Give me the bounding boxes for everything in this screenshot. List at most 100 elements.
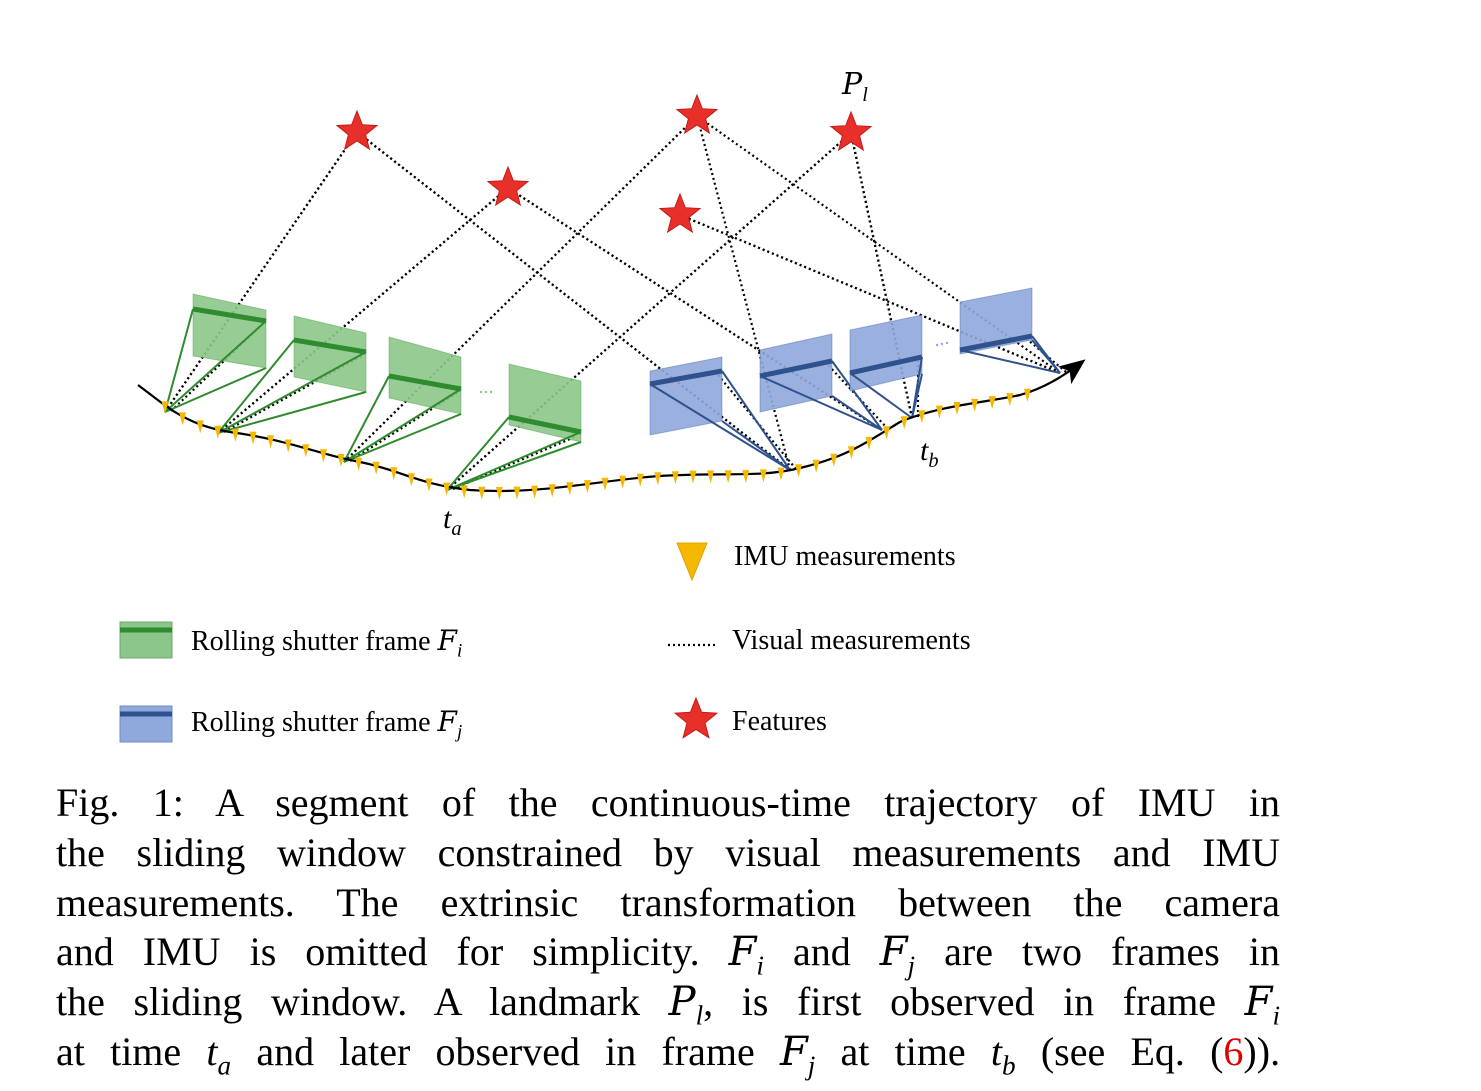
imu-marker	[478, 486, 486, 500]
imu-measurement-markers	[161, 388, 1031, 500]
frustum-edge	[343, 388, 462, 463]
feature-star	[829, 110, 873, 152]
imu-marker	[601, 477, 609, 491]
legend-imu-icon	[676, 542, 708, 582]
frustum-edge	[831, 360, 883, 431]
imu-marker	[671, 471, 679, 485]
imu-marker	[214, 425, 222, 439]
shutter-row-bar	[649, 368, 723, 387]
shutter-row-bar	[849, 354, 923, 376]
visual-measurement-ray	[164, 131, 358, 413]
rolling-shutter-frame	[849, 314, 923, 419]
feature-stars	[335, 93, 873, 234]
visual-measurement-ray	[679, 213, 1061, 375]
imu-marker	[918, 410, 926, 424]
rolling-shutter-frames-j	[649, 287, 1061, 471]
frame-ellipsis	[479, 390, 493, 394]
imu-marker	[900, 416, 908, 430]
imu-marker	[267, 435, 275, 449]
imu-marker	[1006, 393, 1014, 407]
imu-marker	[847, 446, 855, 460]
frustum-edge	[217, 351, 367, 434]
visual-measurement-ray	[170, 324, 263, 412]
imu-marker	[531, 485, 539, 499]
imu-marker	[407, 473, 415, 487]
legend-frame-i-label: Rolling shutter frame Fi	[191, 624, 463, 662]
caption-line-1: Fig. 1: A segment of the continuous-time…	[56, 780, 1280, 825]
imu-marker	[583, 480, 591, 494]
imu-marker	[724, 470, 732, 484]
frustum-edge	[164, 308, 194, 413]
imu-marker	[1023, 388, 1031, 402]
imu-marker	[795, 464, 803, 478]
frustum-edge	[446, 441, 582, 491]
frame-plane	[649, 356, 723, 436]
imu-marker	[935, 405, 943, 419]
frame-ellipsis-blue	[935, 341, 949, 347]
frustum-edge	[721, 420, 791, 471]
frustum-edge	[217, 339, 295, 434]
star-icon	[673, 696, 719, 739]
visual-measurement-ray	[849, 132, 914, 419]
imu-marker	[355, 457, 363, 471]
imu-marker	[495, 487, 503, 500]
imu-marker	[830, 453, 838, 467]
imu-marker	[372, 461, 380, 475]
visual-measurement-lines	[164, 115, 1067, 491]
imu-marker	[636, 473, 644, 487]
frustum-edge	[831, 395, 883, 431]
visual-measurement-ray	[217, 187, 509, 434]
rolling-shutter-frames-i	[164, 293, 582, 491]
rolling-shutter-frame	[649, 356, 791, 471]
feature-star	[658, 192, 702, 234]
imu-marker	[231, 428, 239, 442]
imu-marker	[179, 412, 187, 426]
frustum-edge	[1031, 339, 1061, 374]
shutter-row-bar	[759, 358, 833, 379]
rolling-shutter-frame	[217, 315, 367, 434]
imu-marker	[777, 467, 785, 481]
caption-line-4: and IMU is omitted for simplicity. Fi an…	[56, 929, 1280, 981]
imu-marker	[443, 482, 451, 496]
feature-star	[335, 109, 379, 151]
imu-marker	[337, 454, 345, 467]
equation-reference-link[interactable]: 6	[1223, 1028, 1244, 1074]
time-b-label: tb	[920, 434, 939, 473]
imu-marker	[759, 469, 767, 483]
shutter-row-bar	[388, 373, 462, 392]
shutter-row-bar	[192, 306, 267, 324]
rolling-shutter-frame	[343, 336, 462, 463]
imu-marker	[302, 444, 310, 458]
legend-star-icon	[673, 696, 719, 739]
legend-green-frame-icon	[119, 621, 173, 659]
frustum-edge	[164, 367, 267, 413]
imu-marker	[707, 470, 715, 484]
frustum-edge	[721, 370, 791, 471]
imu-marker	[548, 484, 556, 498]
imu-marker	[988, 396, 996, 410]
imu-marker	[249, 431, 257, 445]
legend-imu-label: IMU measurements	[734, 541, 956, 572]
legend-blue-frame-icon	[119, 705, 173, 743]
caption-line-2: the sliding window constrained by visual…	[56, 829, 1280, 875]
legend-frame-j-label: Rolling shutter frame Fj	[191, 705, 463, 743]
rolling-shutter-frame	[164, 293, 267, 413]
imu-marker	[654, 472, 662, 486]
caption-line-3: measurements. The extrinsic transformati…	[56, 879, 1280, 925]
frustum-edge	[759, 375, 883, 431]
imu-marker	[953, 402, 961, 415]
frustum-edge	[164, 320, 267, 413]
shutter-row-bar	[293, 337, 367, 355]
imu-marker	[425, 478, 433, 492]
legend-visual-label: Visual measurements	[732, 625, 971, 656]
frustum-edge	[849, 372, 913, 419]
visual-measurement-ray	[1027, 339, 1067, 373]
frame-plane	[293, 315, 367, 393]
visual-measurement-ray	[343, 115, 698, 463]
imu-marker	[865, 436, 873, 450]
imu-marker	[971, 398, 979, 412]
trajectory-diagram	[119, 93, 1086, 743]
feature-star	[486, 165, 530, 207]
frustum-edge	[343, 413, 462, 463]
imu-marker	[460, 485, 468, 499]
